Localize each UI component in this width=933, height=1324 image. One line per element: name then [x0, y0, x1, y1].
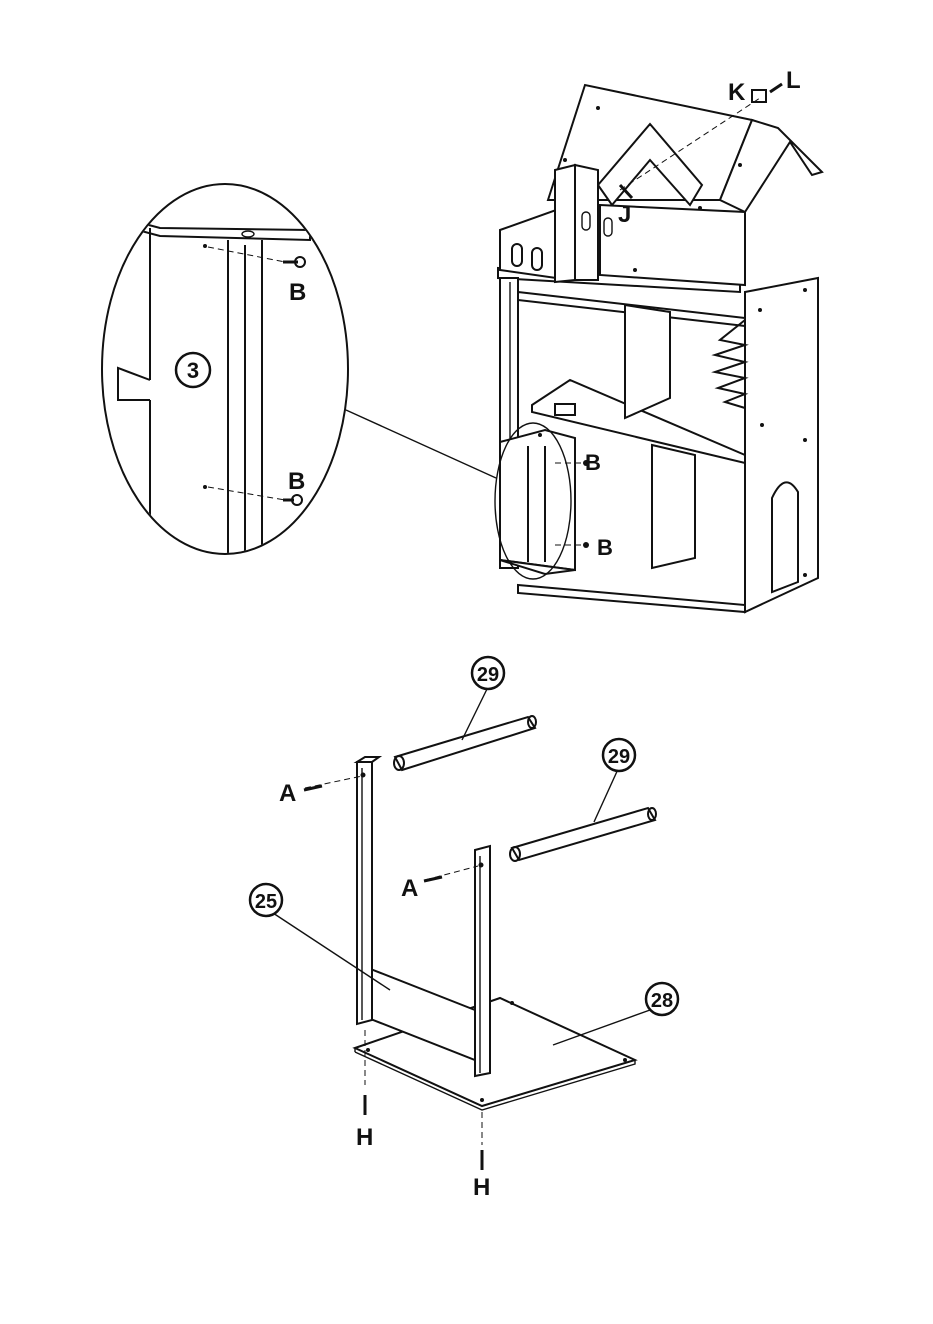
chimney-pillar — [555, 165, 575, 282]
lower-divider — [652, 445, 695, 568]
callout-29-top: 29 — [477, 664, 499, 686]
k-part — [752, 90, 766, 102]
dollhouse-drawing: B B J K L — [495, 67, 822, 612]
detail-ellipse — [102, 184, 348, 554]
label-b-detail-top: B — [289, 279, 306, 306]
leader-29-right — [594, 767, 619, 822]
a-left-screw — [304, 786, 322, 790]
right-side-wall — [745, 278, 818, 612]
label-j: J — [618, 201, 631, 228]
b-lower-screw — [583, 542, 589, 548]
detail-leader — [346, 410, 496, 478]
label-a-right: A — [401, 875, 418, 902]
right-post-stand — [475, 846, 490, 1076]
ground-floor — [518, 585, 745, 612]
rod-right — [510, 808, 656, 861]
label-b-house-upper: B — [585, 450, 601, 475]
detail-screw-bottom — [283, 495, 302, 505]
label-h-left: H — [356, 1124, 373, 1151]
label-b-house-lower: B — [597, 535, 613, 560]
leader-28 — [553, 1010, 650, 1045]
detail-top-panel — [130, 220, 310, 240]
callout-29-right: 29 — [608, 746, 630, 768]
chimney-side — [575, 165, 598, 280]
a-right-screw — [424, 877, 442, 881]
balcony-wall — [500, 210, 556, 278]
upper-divider — [625, 305, 670, 418]
callout-3: 3 — [187, 358, 199, 383]
left-post-top — [357, 757, 379, 762]
detail-tab — [118, 368, 150, 400]
a-left-dash — [305, 776, 362, 788]
callout-25: 25 — [255, 891, 277, 913]
label-b-detail-bottom: B — [288, 468, 305, 495]
label-l: L — [786, 67, 801, 94]
label-k: K — [728, 79, 746, 106]
lift-box — [500, 430, 575, 570]
detail-screw-top — [283, 257, 305, 267]
label-h-right: H — [473, 1174, 490, 1201]
stand-drawing: 29 29 25 28 A A H H — [250, 657, 678, 1201]
rod-top — [394, 716, 536, 770]
stair-cutout — [555, 404, 575, 415]
callout-28: 28 — [651, 990, 673, 1012]
detail-zoom: 3 B B — [102, 184, 496, 560]
label-a-left: A — [279, 780, 296, 807]
l-screw — [770, 84, 782, 92]
staircase — [715, 320, 745, 408]
left-post-stand — [357, 758, 372, 1024]
